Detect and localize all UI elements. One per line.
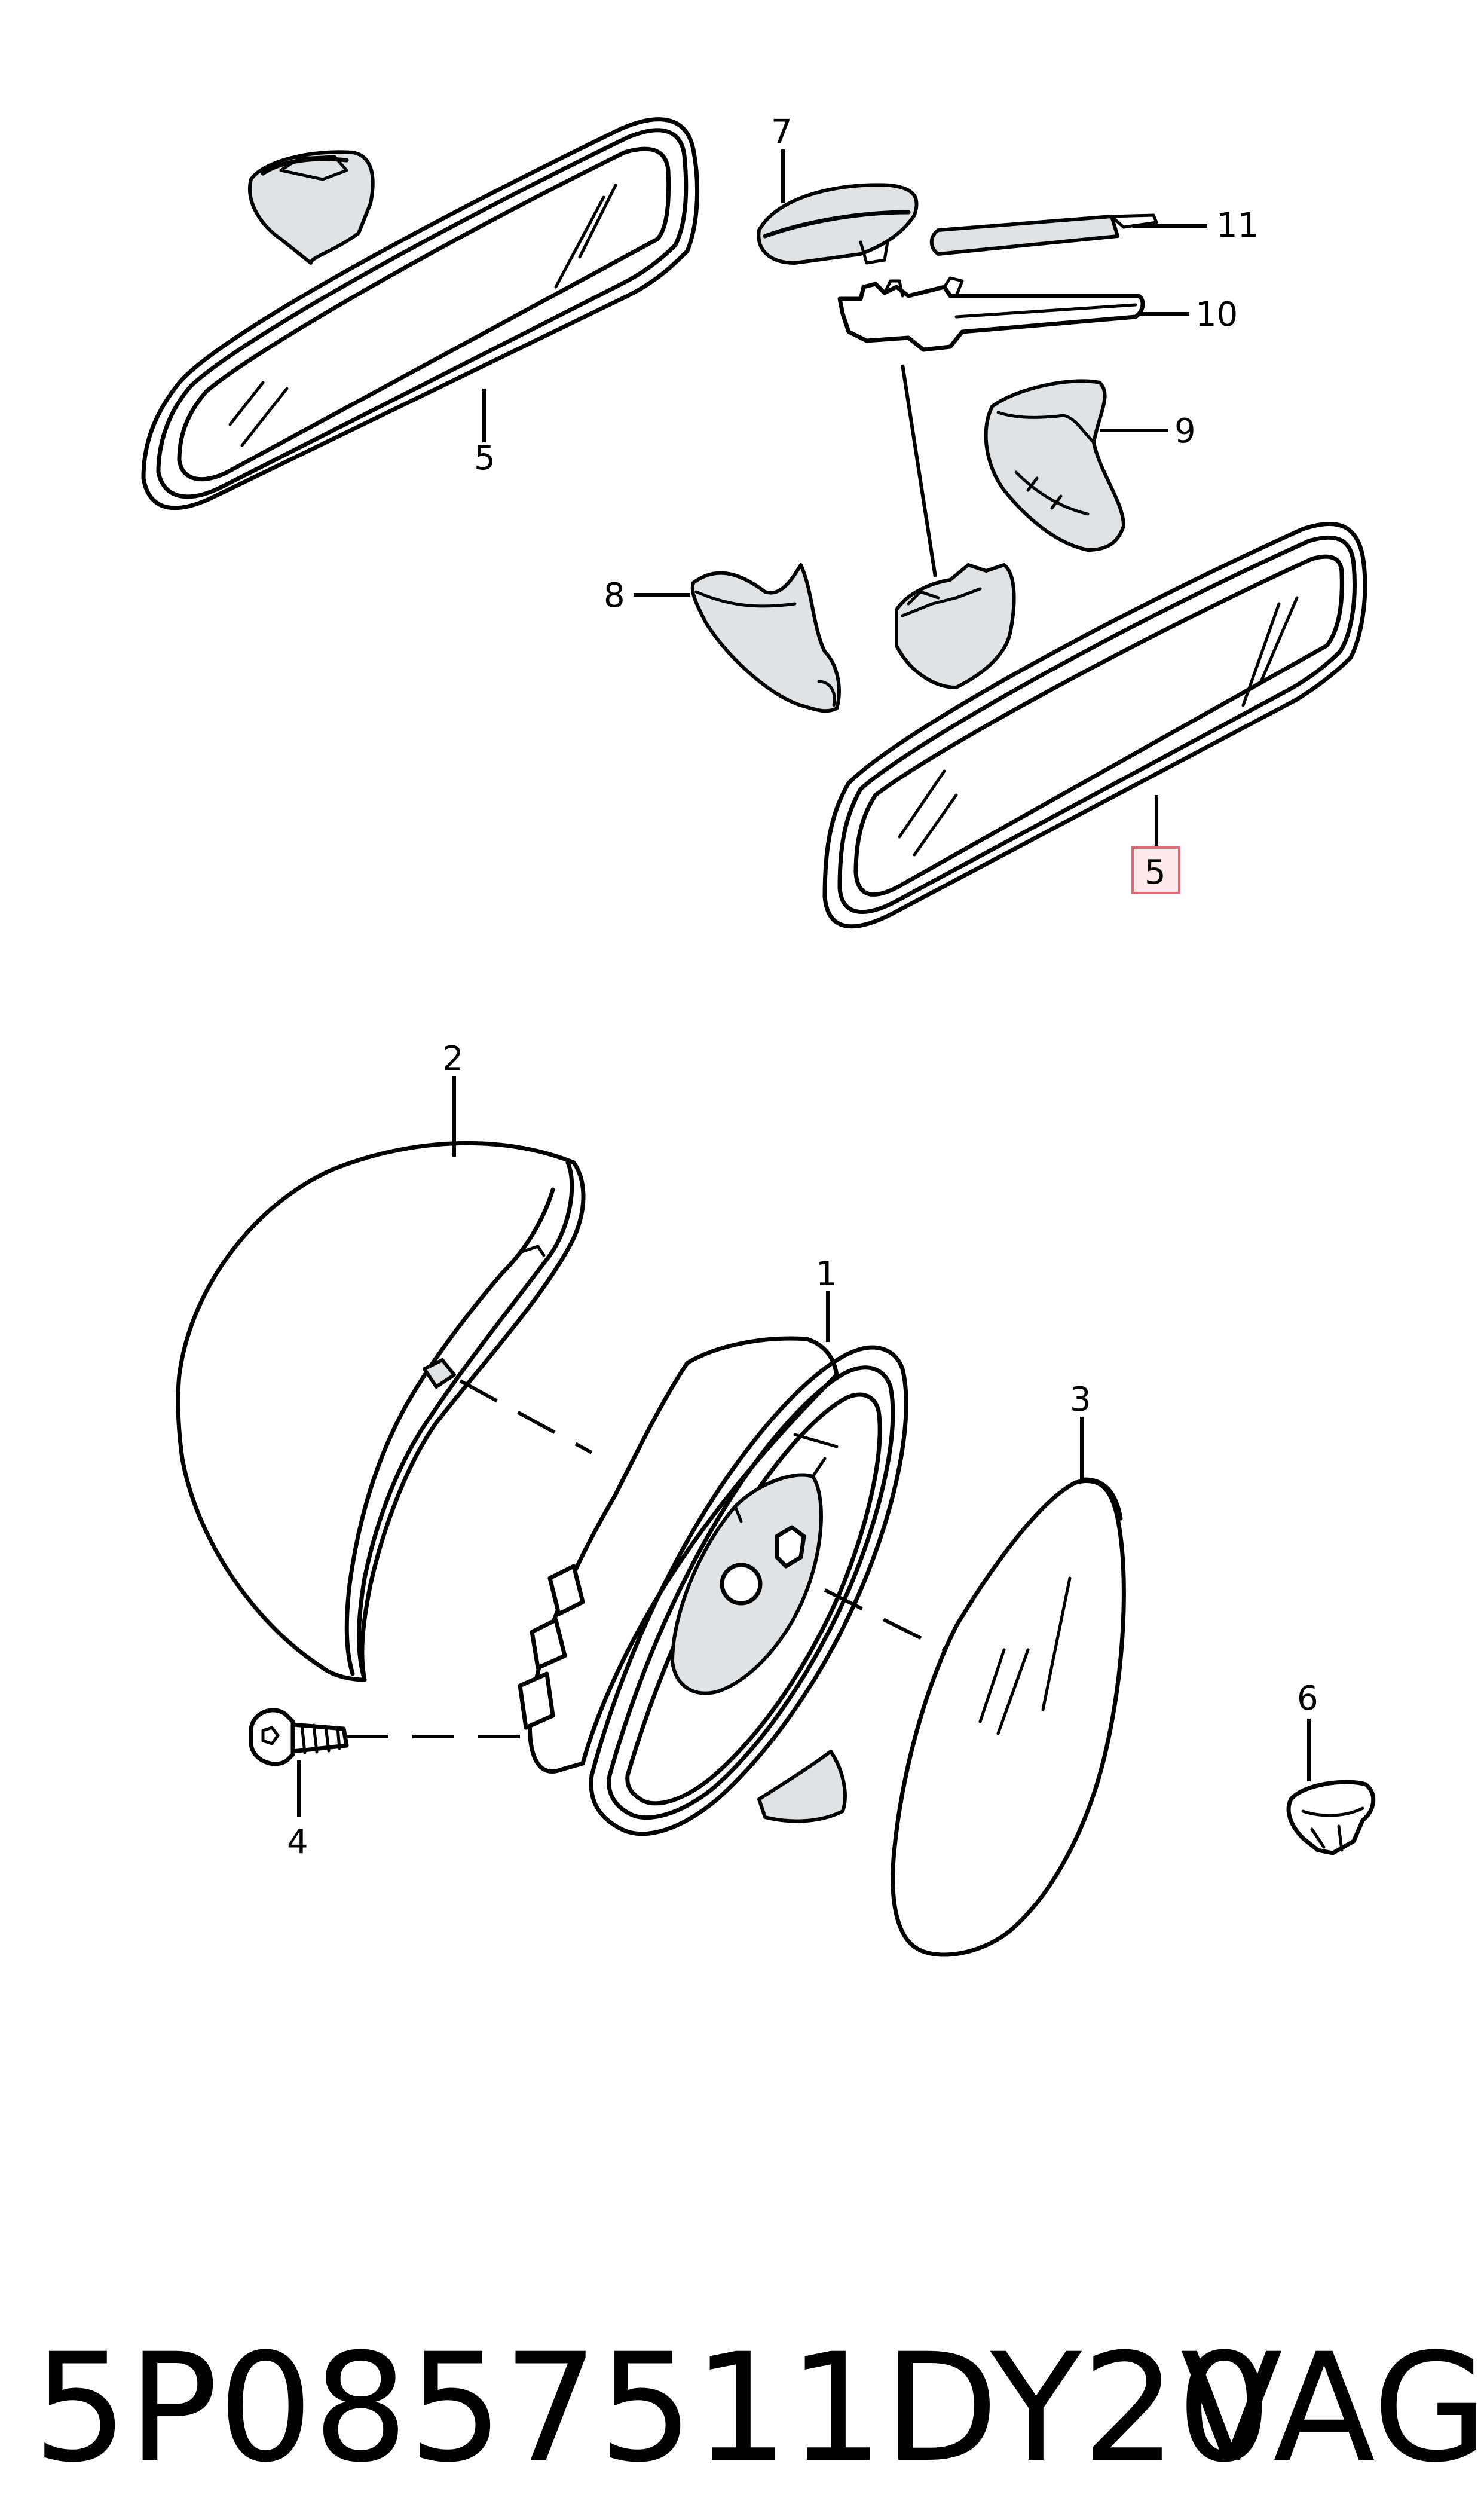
part-11-cover-strip: 11 bbox=[929, 206, 1259, 256]
guide-line-2-to-1 bbox=[459, 1379, 593, 1454]
callout-9: 9 bbox=[1174, 412, 1196, 451]
part-number: 5P0857511DY20 bbox=[33, 2321, 1272, 2495]
part-7-sensor-cover: 7 bbox=[757, 113, 919, 265]
interior-mirror-lower: 5 bbox=[822, 521, 1367, 929]
callout-8: 8 bbox=[604, 576, 625, 615]
part-9-cover: 9 bbox=[984, 379, 1196, 552]
brand-label: VAG bbox=[1180, 2321, 1484, 2495]
part-3-mirror-glass: 3 bbox=[891, 1380, 1126, 1957]
part-4-screw: 4 bbox=[249, 1708, 520, 1861]
interior-mirror-upper: 5 bbox=[141, 117, 700, 510]
guide-line-10 bbox=[901, 364, 937, 577]
part-8-cover-half: 8 bbox=[604, 563, 841, 713]
highlight-callout-5 bbox=[1131, 846, 1180, 894]
guide-line-1-to-3 bbox=[824, 1588, 946, 1652]
callout-6: 6 bbox=[1297, 1679, 1318, 1718]
callout-11: 11 bbox=[1216, 206, 1259, 245]
part-6-clip: 6 bbox=[1286, 1679, 1376, 1855]
callout-4: 4 bbox=[287, 1823, 308, 1861]
callout-3: 3 bbox=[1070, 1380, 1091, 1419]
callout-1: 1 bbox=[816, 1255, 837, 1294]
callout-10: 10 bbox=[1195, 295, 1238, 334]
callout-5-lower: 5 bbox=[1145, 853, 1166, 892]
callout-2: 2 bbox=[442, 1040, 464, 1078]
part-1-mirror-housing: 1 bbox=[518, 1255, 908, 1836]
part-2-mirror-cap: 2 bbox=[176, 1040, 586, 1682]
callout-7: 7 bbox=[771, 113, 793, 152]
part-10-bracket: 10 bbox=[837, 276, 1238, 352]
callout-5-upper: 5 bbox=[474, 439, 495, 478]
